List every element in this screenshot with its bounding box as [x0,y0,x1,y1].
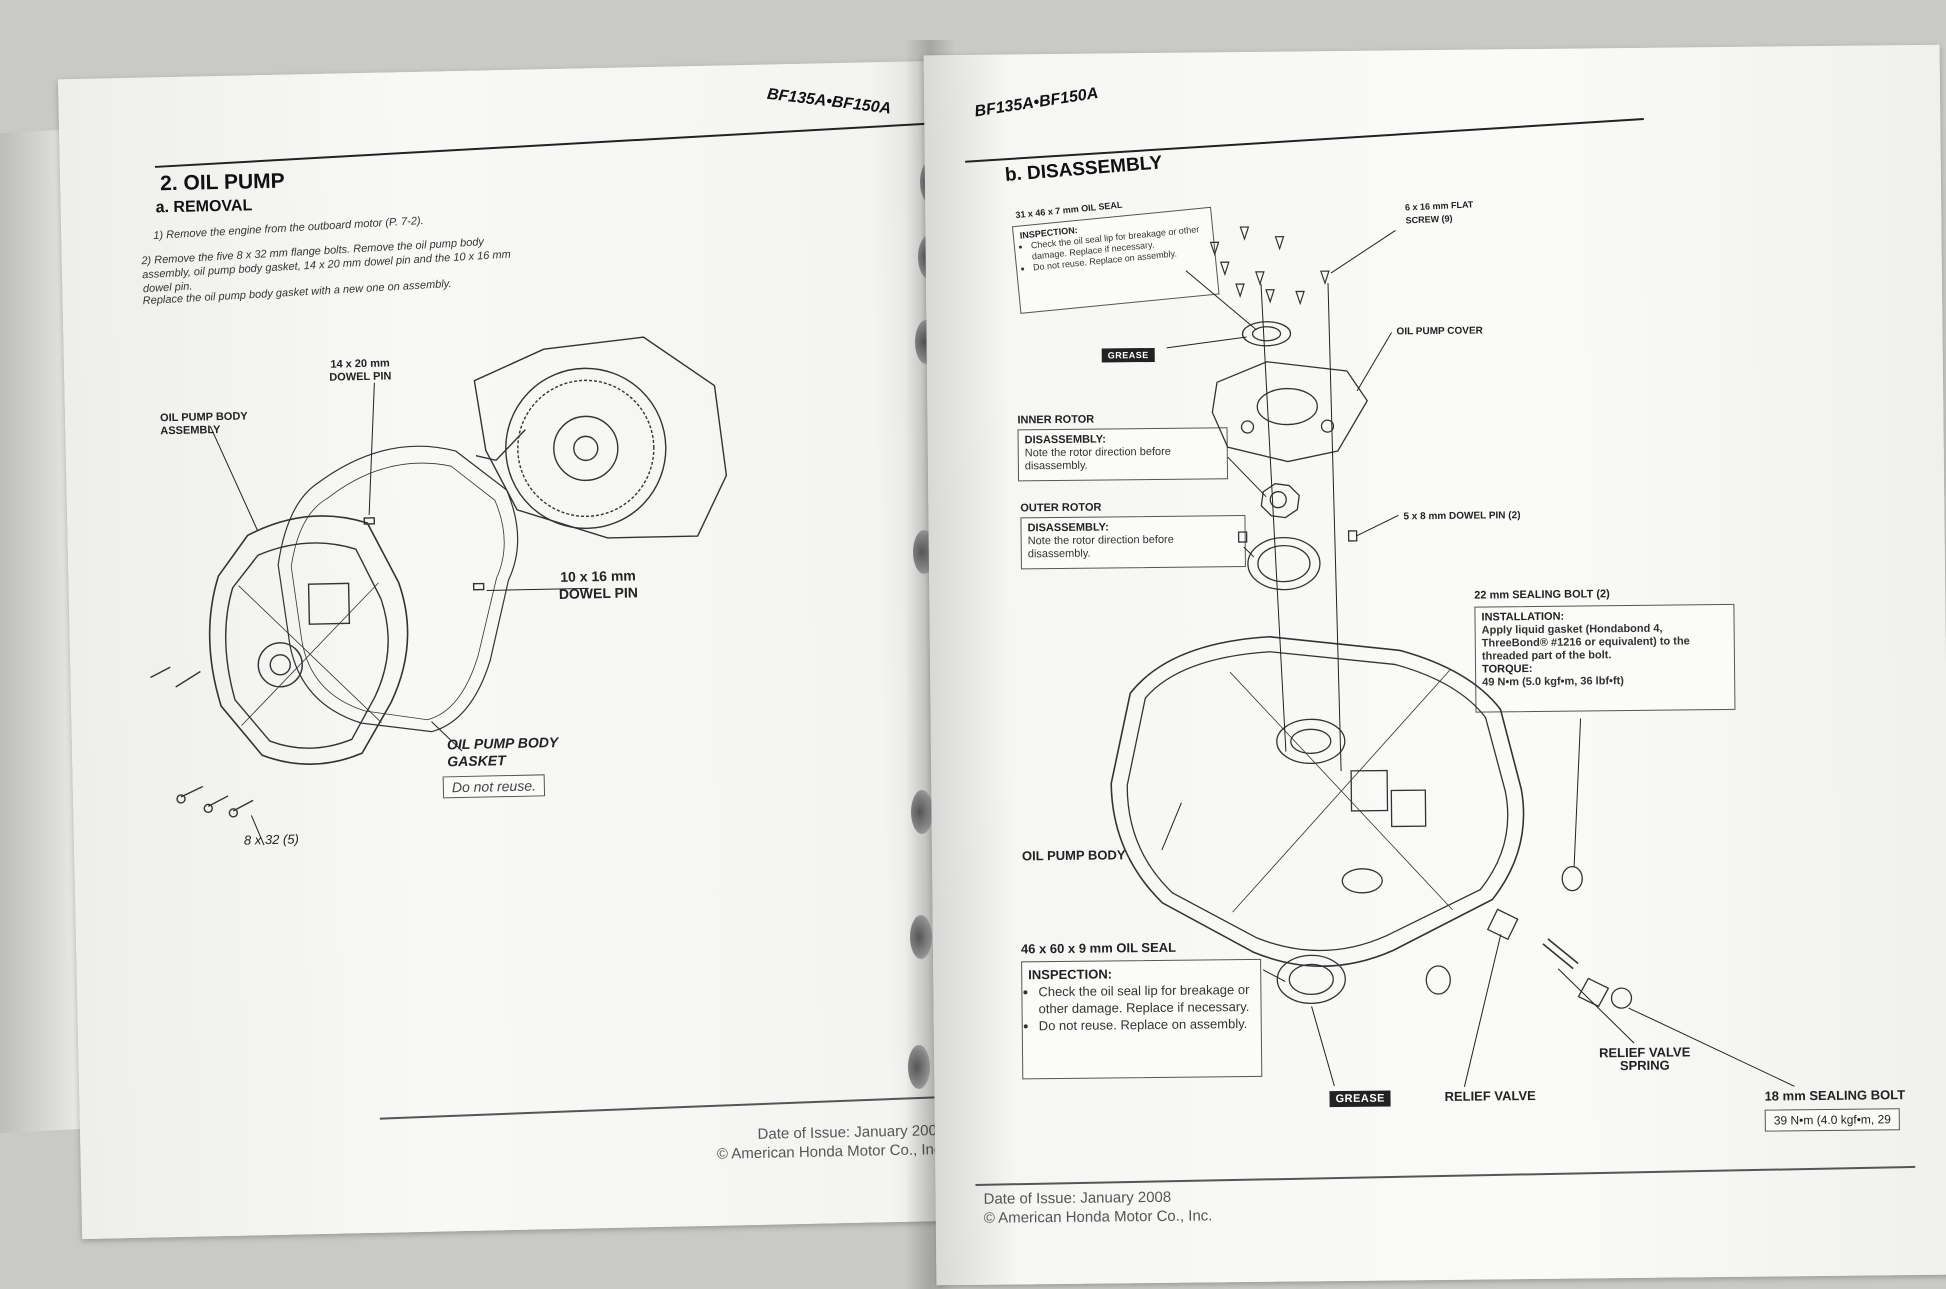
left-footer: Date of Issue: January 2008 © American H… [545,1121,946,1167]
right-footer-issue: Date of Issue: January 2008 [983,1188,1172,1208]
left-header-rule [154,122,934,168]
binder-hole [908,1045,930,1089]
left-page: BF135A•BF150A 2. OIL PUMP a. REMOVAL 1) … [57,60,963,1240]
left-footer-rule [379,1096,940,1120]
subsection-title-removal: a. REMOVAL [155,197,253,217]
binder-hole [910,915,932,959]
removal-diagram [150,336,728,846]
right-page: BF135A•BF150A b. DISASSEMBLY 31 x 46 x 7… [923,44,1946,1286]
left-model-header: BF135A•BF150A [766,85,892,118]
binder-hole [911,790,933,834]
right-footer: Date of Issue: January 2008 © American H… [983,1187,1212,1227]
disassembly-diagram [1110,226,1795,1087]
section-title: 2. OIL PUMP [159,169,285,196]
right-footer-copyright: © American Honda Motor Co., Inc. [983,1207,1213,1227]
